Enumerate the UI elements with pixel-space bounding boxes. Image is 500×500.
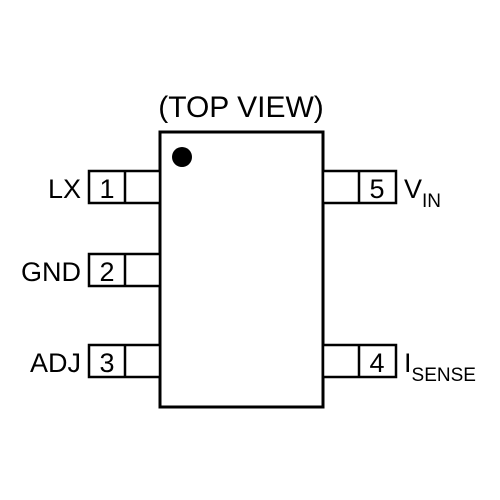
- pin-3-label: ADJ: [30, 348, 81, 378]
- pin-5-number: 5: [369, 174, 384, 204]
- pin-2-number: 2: [99, 257, 114, 287]
- pin-3-number: 3: [99, 348, 114, 378]
- pin-2-label: GND: [21, 257, 81, 287]
- package-body: [158, 130, 325, 409]
- pin-3: 3 ADJ: [30, 343, 162, 379]
- pin-4: 4 ISENSE: [321, 343, 476, 386]
- pin-1-label: LX: [48, 174, 81, 204]
- view-label: (TOP VIEW): [158, 91, 324, 124]
- pin-1: 1 LX: [48, 169, 162, 205]
- pin-5-label: VIN: [404, 174, 441, 212]
- pin-1-number: 1: [99, 174, 114, 204]
- pin-4-number: 4: [369, 348, 384, 378]
- pin-4-label: ISENSE: [404, 348, 476, 386]
- pin-2: 2 GND: [21, 252, 162, 288]
- pin-5: 5 VIN: [321, 169, 441, 212]
- pin1-indicator-dot: [172, 147, 192, 167]
